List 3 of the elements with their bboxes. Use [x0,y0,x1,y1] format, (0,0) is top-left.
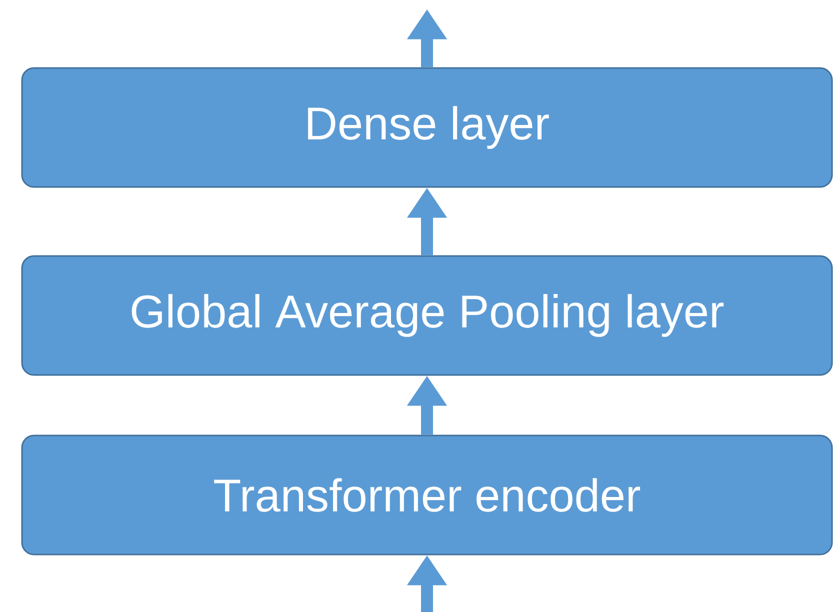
layer-box: Dense layer [21,67,833,188]
layer-box: Global Average Pooling layer [21,255,833,376]
layer-box: Transformer encoder [21,434,833,556]
